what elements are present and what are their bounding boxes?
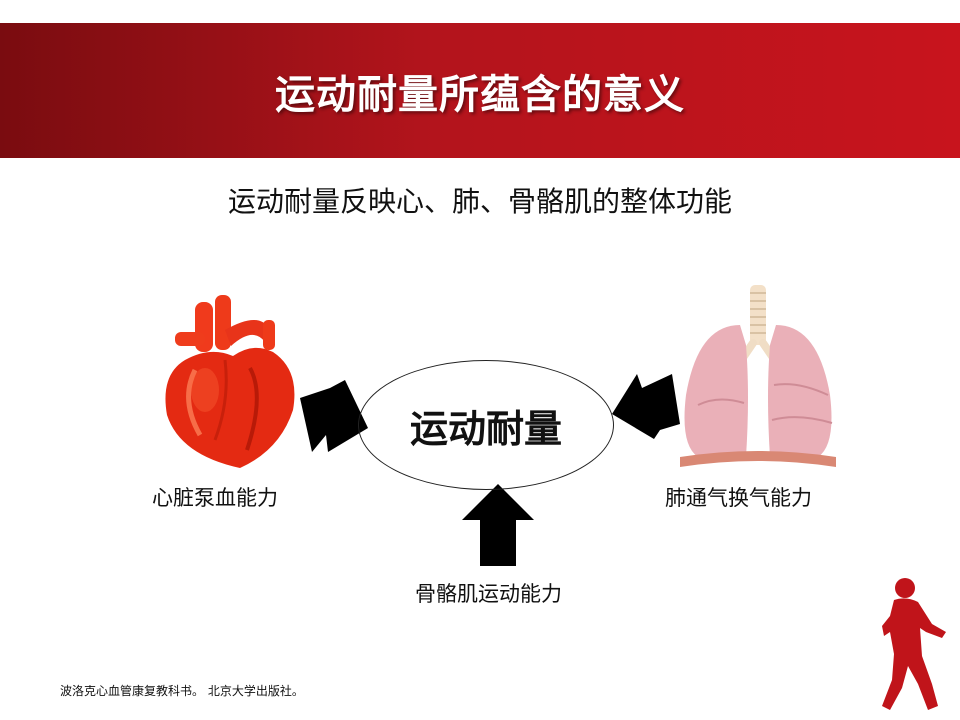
center-oval: 运动耐量 — [358, 360, 614, 490]
runner-icon — [882, 578, 946, 710]
slide-title: 运动耐量所蕴含的意义 — [275, 71, 685, 118]
center-label: 运动耐量 — [409, 406, 562, 451]
title-banner: 运动耐量所蕴含的意义 — [0, 23, 960, 158]
arrow-up-icon — [462, 484, 534, 566]
lungs-icon — [680, 285, 836, 467]
arrow-right-icon — [300, 380, 368, 452]
slide-subtitle: 运动耐量反映心、肺、骨骼肌的整体功能 — [227, 185, 732, 218]
heart-label: 心脏泵血能力 — [152, 486, 278, 510]
lung-label: 肺通气换气能力 — [665, 486, 812, 510]
muscle-label: 骨骼肌运动能力 — [415, 582, 562, 606]
arrow-left-icon — [612, 374, 680, 439]
heart-icon — [165, 295, 295, 468]
footer-citation: 波洛克心血管康复教科书。 北京大学出版社。 — [60, 684, 304, 698]
